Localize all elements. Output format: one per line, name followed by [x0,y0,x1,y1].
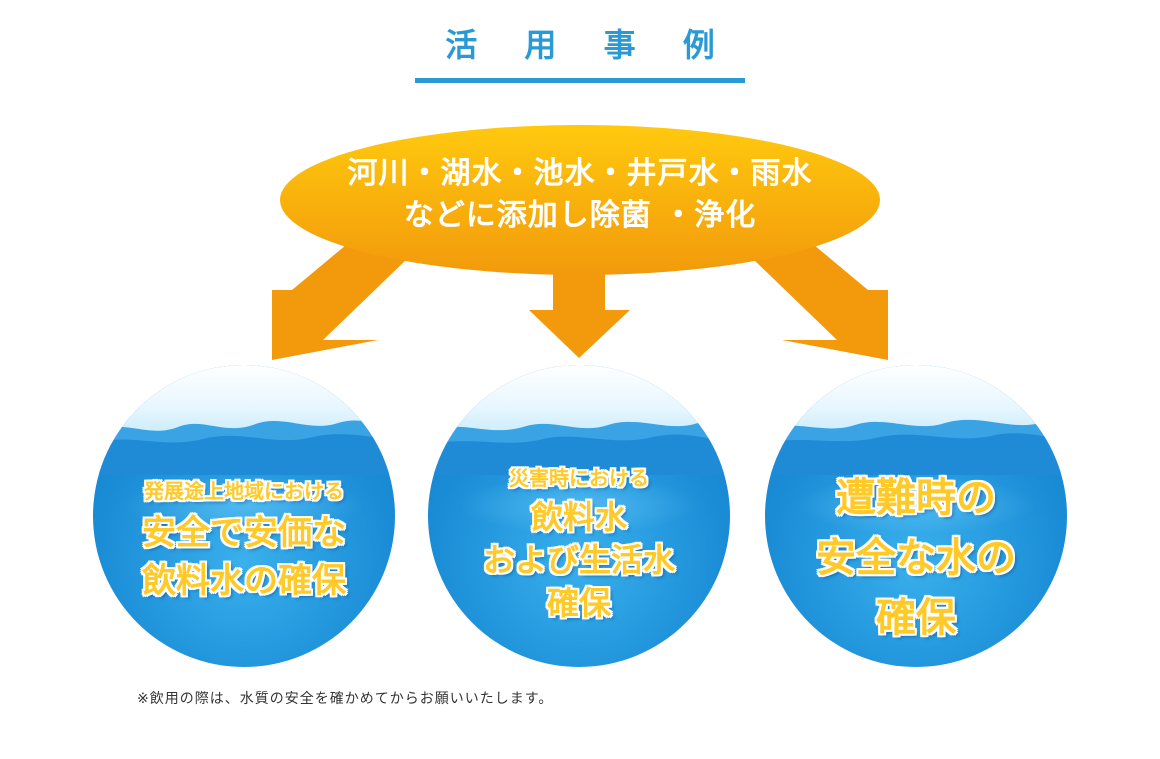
case-main-line-3: 確保 [546,584,611,622]
title-underline [415,78,745,83]
case-main-line-2: 飲料水の確保 [142,561,346,601]
case-main-line-2: 安全な水の [816,535,1016,581]
water-shine [795,475,1037,535]
case-circle-distress: 遭難時の 安全な水の 確保 [765,365,1067,667]
section-title: 活 用 事 例 [445,26,733,64]
footnote: ※飲用の際は、水質の安全を確かめてからお願いいたします。 [137,691,554,707]
water-shine [123,475,365,535]
arrow-left [272,240,408,360]
source-ellipse [280,125,880,275]
source-line-2: などに添加し除菌 ・浄化 [403,198,757,233]
arrow-center [529,255,630,358]
case-main-line-3: 確保 [876,595,956,641]
case-small-label: 発展途上地域における [144,479,344,503]
case-small-label: 災害時における [509,466,649,490]
water-shine [458,475,700,535]
wave-graphic [428,421,730,475]
case-main-line-1: 遭難時の [836,475,996,521]
source-line-1: 河川・湖水・池水・井戸水・雨水 [347,156,813,191]
case-circle-developing-regions: 発展途上地域における 安全で安価な 飲料水の確保 [93,365,395,667]
arrow-right [752,240,888,360]
case-main-line-1: 飲料水 [530,498,627,536]
wave-graphic [765,419,1067,475]
case-main-line-1: 安全で安価な [142,513,346,553]
case-main-line-2: および生活水 [482,541,675,579]
wave-graphic [93,420,395,475]
source-text: 河川・湖水・池水・井戸水・雨水 などに添加し除菌 ・浄化 [280,153,880,237]
case-circle-disaster: 災害時における 飲料水 および生活水 確保 [428,365,730,667]
